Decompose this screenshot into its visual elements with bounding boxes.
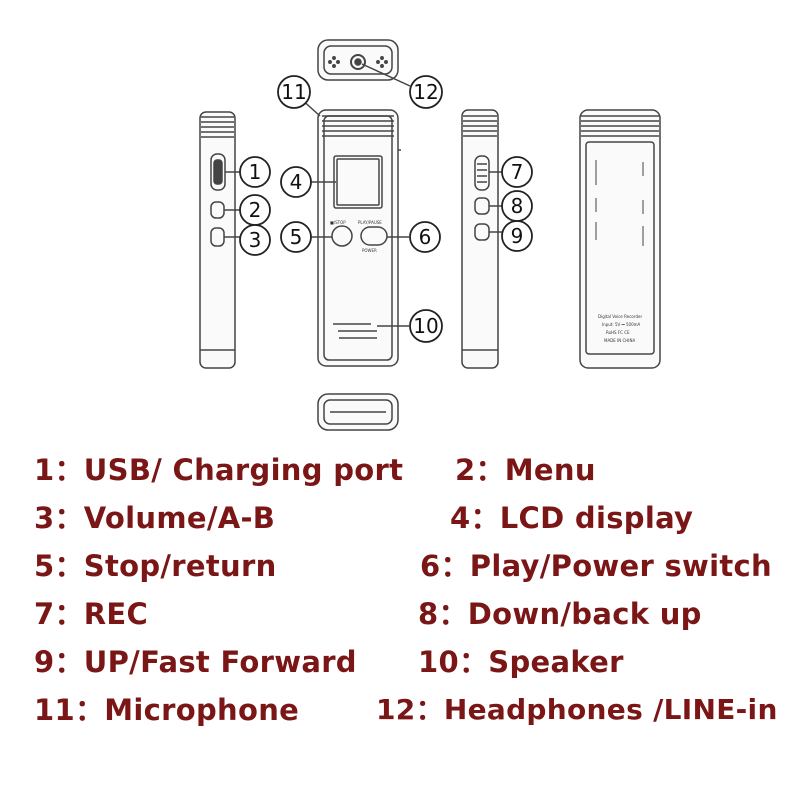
- back-label-line: Input: 5V ⎓ 500mA: [602, 322, 641, 327]
- front-view: [317, 109, 401, 367]
- callout-3: 3: [239, 224, 271, 256]
- play-label: PLAY/PAUSE: [358, 220, 382, 225]
- callout-6: 6: [409, 221, 441, 253]
- legend-item-9: 9：UP/Fast Forward: [34, 645, 357, 679]
- legend-item-4: 4：LCD display: [450, 501, 694, 535]
- back-label: Digital Voice Recorder Input: 5V ⎓ 500mA…: [598, 314, 642, 343]
- svg-text:2: 2: [249, 198, 262, 222]
- legend-item-6: 6：Play/Power switch: [420, 549, 772, 583]
- legend-item-7: 7：REC: [34, 597, 149, 631]
- svg-text:6: 6: [419, 225, 432, 249]
- back-label-line: RoHS FC CE: [606, 330, 630, 335]
- svg-text:1: 1: [249, 160, 262, 184]
- callout-8: 8: [501, 190, 533, 222]
- top-view: [317, 39, 399, 81]
- callout-12: 12: [409, 75, 443, 109]
- svg-text:5: 5: [290, 225, 303, 249]
- callout-11: 11: [277, 75, 311, 109]
- svg-text:9: 9: [511, 224, 524, 248]
- svg-text:12: 12: [413, 80, 438, 104]
- back-label-line: MADE IN CHINA: [604, 338, 635, 343]
- power-label: POWER: [362, 248, 377, 253]
- callout-7: 7: [501, 156, 533, 188]
- legend-item-2: 2：Menu: [455, 453, 596, 487]
- legend-item-5: 5：Stop/return: [34, 549, 277, 583]
- callout-4: 4: [280, 166, 312, 198]
- legend-item-8: 8：Down/back up: [418, 597, 702, 631]
- legend-item-10: 10：Speaker: [418, 645, 624, 679]
- bottom-view: [317, 393, 399, 431]
- svg-text:10: 10: [413, 314, 438, 338]
- device-diagram: ■/STOP PLAY/PAUSE POWER Digital Voice Re…: [199, 39, 661, 431]
- callout-10: 10: [409, 309, 443, 343]
- svg-text:7: 7: [511, 160, 524, 184]
- right-side-view: [461, 109, 502, 369]
- callout-9: 9: [501, 220, 533, 252]
- stop-label: ■/STOP: [330, 220, 346, 225]
- callout-5: 5: [280, 221, 312, 253]
- callout-1: 1: [239, 156, 271, 188]
- svg-text:8: 8: [511, 194, 524, 218]
- svg-text:3: 3: [249, 228, 262, 252]
- legend-item-12: 12：Headphones /LINE-in: [376, 693, 778, 726]
- svg-text:11: 11: [281, 80, 306, 104]
- callout-2: 2: [239, 194, 271, 226]
- back-label-line: Digital Voice Recorder: [598, 314, 642, 319]
- legend-item-11: 11：Microphone: [34, 693, 300, 727]
- svg-text:4: 4: [290, 170, 303, 194]
- legend-item-1: 1：USB/ Charging port: [34, 453, 404, 487]
- left-side-view: [199, 111, 240, 369]
- back-view: [579, 109, 661, 369]
- leader-lines: [299, 63, 411, 327]
- legend-item-3: 3：Volume/A-B: [34, 501, 276, 535]
